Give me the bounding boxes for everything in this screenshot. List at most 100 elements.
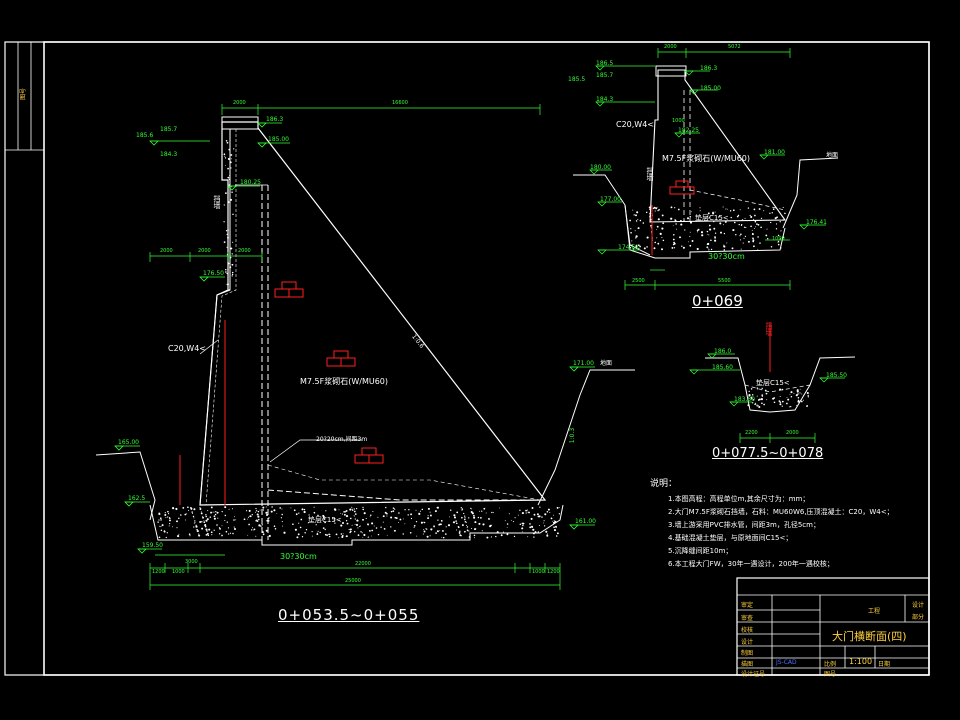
concrete-speckle xyxy=(355,523,359,526)
concrete-speckle xyxy=(246,510,248,512)
concrete-speckle xyxy=(345,520,348,522)
concrete-speckle xyxy=(214,513,217,516)
concrete-speckle xyxy=(656,237,658,239)
concrete-speckle xyxy=(279,507,282,509)
concrete-speckle xyxy=(270,510,273,513)
concrete-speckle xyxy=(292,523,294,525)
concrete-speckle xyxy=(333,517,336,520)
concrete-speckle xyxy=(313,511,316,514)
concrete-speckle xyxy=(739,235,741,237)
concrete-speckle xyxy=(473,534,476,537)
concrete-speckle xyxy=(198,533,200,535)
concrete-speckle xyxy=(801,393,803,395)
concrete-speckle xyxy=(464,518,466,521)
concrete-speckle xyxy=(793,392,795,394)
concrete-speckle xyxy=(657,218,660,221)
concrete-speckle xyxy=(265,511,268,514)
concrete-speckle xyxy=(200,511,202,513)
concrete-speckle xyxy=(655,207,658,210)
concrete-speckle xyxy=(357,527,359,529)
concrete-speckle xyxy=(258,524,261,527)
concrete-speckle xyxy=(281,508,283,510)
concrete-speckle xyxy=(223,241,226,243)
concrete-speckle xyxy=(745,227,747,228)
concrete-speckle xyxy=(231,253,233,255)
concrete-speckle xyxy=(343,513,346,516)
concrete-speckle xyxy=(748,390,750,393)
concrete-speckle xyxy=(631,240,633,242)
concrete-speckle xyxy=(735,233,737,236)
concrete-speckle xyxy=(218,533,221,535)
concrete-speckle xyxy=(205,528,208,531)
concrete-speckle xyxy=(671,246,674,249)
concrete-speckle xyxy=(252,529,254,531)
concrete-speckle xyxy=(232,532,234,535)
concrete-speckle xyxy=(786,396,788,398)
concrete-speckle xyxy=(351,524,353,526)
concrete-speckle xyxy=(754,214,756,217)
concrete-speckle xyxy=(349,530,352,532)
wall-cap-069 xyxy=(655,65,687,77)
concrete-speckle xyxy=(690,211,692,213)
concrete-speckle xyxy=(496,531,499,534)
wall-facing-2 xyxy=(205,129,237,506)
concrete-speckle xyxy=(547,508,550,511)
concrete-speckle xyxy=(751,394,754,396)
ground-line-right xyxy=(537,369,635,506)
concrete-speckle xyxy=(273,509,276,512)
dims-069 xyxy=(589,48,826,290)
concrete-speckle xyxy=(208,528,211,531)
concrete-speckle xyxy=(199,508,202,510)
concrete-speckle xyxy=(413,526,415,528)
concrete-speckle xyxy=(253,528,256,531)
concrete-speckle xyxy=(256,519,258,521)
concrete-speckle xyxy=(333,508,337,511)
concrete-speckle xyxy=(545,530,548,533)
concrete-speckle xyxy=(276,513,278,514)
concrete-speckle xyxy=(225,230,228,232)
concrete-speckle xyxy=(206,532,209,535)
concrete-speckle xyxy=(338,509,340,511)
concrete-speckle xyxy=(191,511,193,513)
concrete-speckle xyxy=(158,512,161,516)
block-symbol-069 xyxy=(669,180,695,195)
concrete-speckle xyxy=(187,506,189,509)
concrete-speckle xyxy=(176,520,178,523)
concrete-speckle xyxy=(433,524,435,526)
concrete-speckle xyxy=(684,229,686,231)
concrete-speckle xyxy=(194,521,196,523)
ground-line-left xyxy=(95,451,156,521)
concrete-speckle xyxy=(790,395,793,398)
concrete-speckle xyxy=(662,239,665,242)
concrete-speckle xyxy=(529,523,531,525)
concrete-speckle xyxy=(492,512,494,514)
concrete-speckle xyxy=(354,513,357,515)
concrete-speckle xyxy=(160,519,162,521)
concrete-speckle xyxy=(198,534,201,537)
concrete-speckle xyxy=(519,509,521,511)
concrete-speckle xyxy=(380,526,382,528)
concrete-speckle xyxy=(217,517,219,519)
concrete-speckle xyxy=(223,153,226,156)
concrete-speckle xyxy=(468,517,470,519)
concrete-speckle xyxy=(202,515,204,517)
leader-drain xyxy=(269,439,362,463)
concrete-speckle xyxy=(185,519,187,521)
concrete-speckle xyxy=(756,405,758,407)
concrete-speckle xyxy=(265,506,267,508)
concrete-speckle xyxy=(525,509,527,512)
concrete-speckle xyxy=(219,528,221,530)
concrete-speckle xyxy=(699,207,701,209)
concrete-speckle xyxy=(423,529,425,531)
concrete-speckle xyxy=(758,208,761,210)
concrete-speckle xyxy=(157,521,159,523)
concrete-speckle xyxy=(307,522,309,524)
concrete-speckle xyxy=(445,533,447,535)
concrete-speckle xyxy=(160,529,163,532)
block-symbol-3 xyxy=(354,447,384,464)
concrete-speckle xyxy=(743,226,746,229)
concrete-speckle xyxy=(662,222,665,225)
concrete-speckle xyxy=(519,523,522,525)
concrete-speckle xyxy=(673,242,676,245)
concrete-speckle xyxy=(531,507,534,509)
